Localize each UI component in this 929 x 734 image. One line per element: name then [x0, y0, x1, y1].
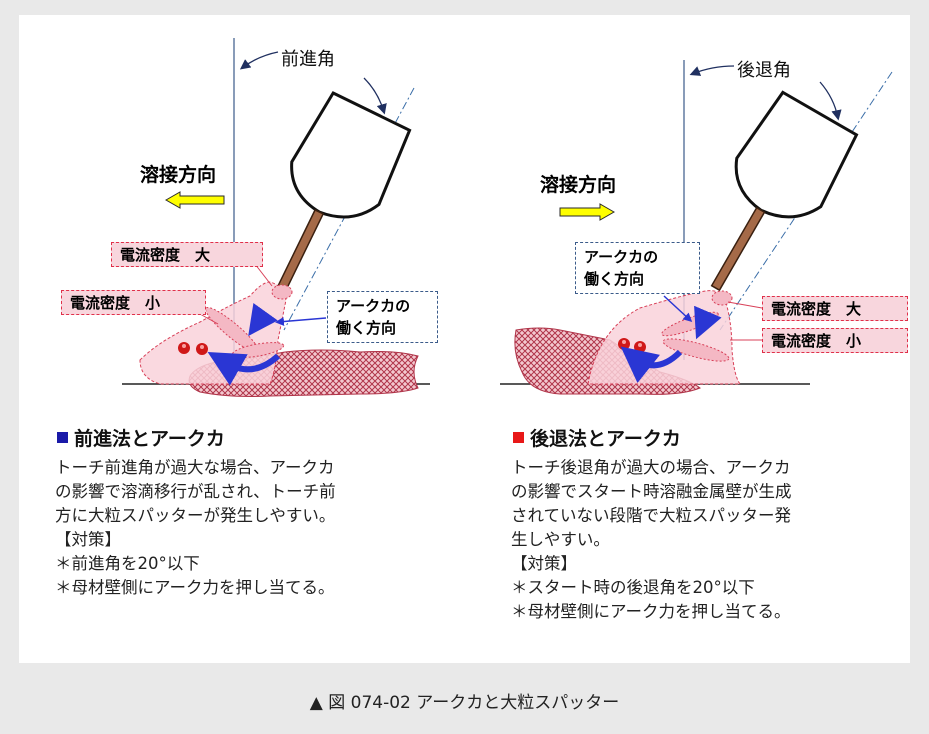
- left-torch-nozzle: [290, 91, 412, 219]
- left-angle-arrow-b: [363, 77, 387, 115]
- right-diagram: [500, 60, 893, 395]
- figure-caption: ▲ 図 074-02 アークカと大粒スパッター: [309, 693, 620, 713]
- left-arc-direction-box: アークカの 働く方向: [327, 291, 438, 343]
- left-diagram: [122, 38, 430, 397]
- right-density-low-label: 電流密度 小: [762, 328, 908, 353]
- right-molten-pool: [587, 290, 741, 385]
- right-arc-direction-line1: アークカの: [584, 248, 659, 266]
- left-angle-label: 前進角: [281, 49, 335, 70]
- left-arc-direction-line2: 働く方向: [336, 319, 397, 337]
- right-body-line: トーチ後退角が過大の場合、アークカ: [511, 458, 791, 477]
- right-measures-heading: 【対策】: [511, 554, 577, 573]
- left-density-high-label: 電流密度 大: [111, 242, 263, 267]
- left-direction-label: 溶接方向: [140, 164, 217, 186]
- left-measure-item: ＊母材壁側にアーク力を押し当てる。: [55, 578, 335, 597]
- right-angle-label: 後退角: [737, 60, 791, 81]
- right-density-high-label: 電流密度 大: [762, 296, 908, 321]
- red-square-icon: [513, 432, 524, 443]
- left-density-low-label: 電流密度 小: [61, 290, 206, 315]
- right-section-title: 後退法とアークカ: [513, 424, 681, 451]
- left-torch: [273, 91, 412, 298]
- left-arc-arrow-small: [248, 303, 278, 337]
- left-section-title: 前進法とアークカ: [57, 424, 225, 451]
- left-angle-arrow-a: [239, 51, 279, 70]
- right-body-line: の影響でスタート時溶融金属壁が生成: [511, 482, 792, 501]
- left-measure-item: ＊前進角を20°以下: [55, 554, 200, 573]
- right-contact-tip: [710, 206, 766, 292]
- left-title-text: 前進法とアークカ: [74, 428, 225, 450]
- left-body-line: の影響で溶滴移行が乱され、トーチ前: [55, 482, 336, 501]
- right-arc-direction-box: アークカの 働く方向: [575, 242, 700, 294]
- right-measure-item: ＊母材壁側にアーク力を押し当てる。: [511, 602, 791, 621]
- right-torch: [710, 90, 859, 292]
- right-body-line: 生しやすい。: [511, 530, 610, 549]
- right-direction-arrow: [559, 203, 616, 221]
- left-measures-heading: 【対策】: [55, 530, 121, 549]
- blue-square-icon: [57, 432, 68, 443]
- right-torch-nozzle: [734, 90, 859, 219]
- right-arc-direction-line2: 働く方向: [584, 270, 645, 288]
- left-direction-arrow: [164, 191, 225, 209]
- left-torch-axis: [283, 87, 415, 331]
- left-body-line: トーチ前進角が過大な場合、アークカ: [55, 458, 335, 477]
- left-arc-arrow-large: [207, 352, 281, 386]
- right-direction-label: 溶接方向: [540, 174, 617, 196]
- right-measure-item: ＊スタート時の後退角を20°以下: [511, 578, 755, 597]
- left-arc-direction-line1: アークカの: [336, 297, 411, 315]
- left-description: トーチ前進角が過大な場合、アークカ の影響で溶滴移行が乱され、トーチ前 方に大粒…: [55, 456, 336, 600]
- right-body-line: されていない段階で大粒スパッター発: [511, 506, 792, 525]
- right-description: トーチ後退角が過大の場合、アークカ の影響でスタート時溶融金属壁が生成 されてい…: [511, 456, 792, 624]
- right-title-text: 後退法とアークカ: [530, 428, 681, 450]
- left-contact-tip: [273, 208, 325, 298]
- left-body-line: 方に大粒スパッターが発生しやすい。: [55, 506, 336, 525]
